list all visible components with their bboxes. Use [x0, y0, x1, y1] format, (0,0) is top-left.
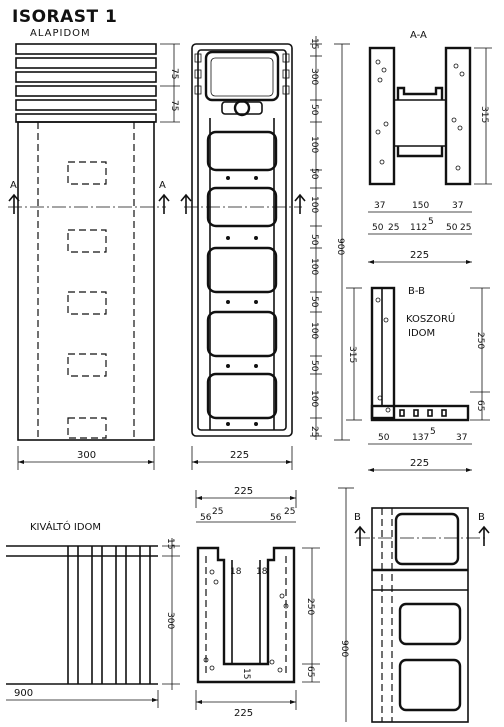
- section-b-b-title: B-B: [408, 286, 425, 297]
- section-marker-a-right: A: [159, 180, 166, 191]
- kivalto-label: KIVÁLTÓ IDOM: [30, 520, 101, 533]
- koszoru-label-1: KOSZORÚ: [406, 312, 455, 325]
- dim-225-aa: 225: [410, 250, 429, 261]
- dim-150-aa: 150: [412, 201, 429, 211]
- section-a-a-title: A-A: [410, 30, 427, 41]
- dim-900-bb: 900: [339, 640, 349, 657]
- dim-50-b: 50: [309, 168, 319, 180]
- dim-900-kivalto: 900: [14, 688, 33, 699]
- dim-300-width: 300: [77, 450, 96, 461]
- b-b-cut-elevation-view: B B 900: [338, 487, 490, 723]
- dim-900-height: 900: [335, 238, 345, 255]
- dim-50-d: 50: [309, 296, 319, 308]
- dim-225-kivalto-bottom: 225: [234, 708, 253, 719]
- dim-18-right: 18: [256, 567, 268, 577]
- dim-300-upper: 300: [309, 68, 319, 85]
- dim-300-kivalto: 300: [165, 612, 175, 629]
- dim-75-bottom: 75: [169, 100, 179, 111]
- drawing-title: ISORAST 1: [12, 7, 117, 27]
- dim-18-left: 18: [230, 567, 242, 577]
- section-marker-b-left: B: [354, 512, 361, 523]
- section-b-b-view: B-B KOSZORÚ IDOM 315 250 65 50 137 5 37: [346, 286, 490, 472]
- dim-65-bb: 65: [475, 400, 485, 411]
- dim-15-top: 15: [309, 38, 319, 49]
- dim-25-aa-right: 25: [460, 223, 471, 233]
- dim-75-top: 75: [169, 68, 179, 79]
- dim-100-a: 100: [309, 136, 319, 153]
- dim-65-kivalto: 65: [305, 666, 315, 677]
- alapidom-frame-view: 15 300 50 100 50 100 50 100 50 100 50 10…: [180, 36, 350, 470]
- dim-50-aa-right: 50: [446, 223, 458, 233]
- dim-50-a: 50: [309, 104, 319, 116]
- dim-250-kivalto: 250: [305, 598, 315, 615]
- dim-25-left: 25: [212, 507, 223, 517]
- dim-225-bb: 225: [410, 458, 429, 469]
- dim-50-c: 50: [309, 234, 319, 246]
- section-marker-a-left: A: [10, 180, 17, 191]
- dim-112-sup: 5: [428, 217, 434, 227]
- dim-25-bottom: 25: [309, 426, 319, 437]
- dim-50-aa-left: 50: [372, 223, 384, 233]
- dim-137-sup: 5: [430, 427, 436, 437]
- dim-315-aa: 315: [479, 106, 489, 123]
- dim-100-b: 100: [309, 196, 319, 213]
- dim-37-bb: 37: [456, 433, 467, 443]
- dim-50-bb: 50: [378, 433, 390, 443]
- dim-225-frame: 225: [230, 450, 249, 461]
- dim-250-bb: 250: [475, 332, 485, 349]
- dim-25-right: 25: [284, 507, 295, 517]
- dim-15-bottom: 15: [241, 668, 251, 679]
- dim-15-kivalto: 15: [165, 538, 175, 549]
- dim-56-right: 56: [270, 513, 282, 523]
- dim-56-left: 56: [200, 513, 212, 523]
- dim-100-d: 100: [309, 322, 319, 339]
- koszoru-label-2: IDOM: [408, 328, 435, 339]
- dim-137-bb: 137: [412, 433, 429, 443]
- alapidom-elevation-view: A A 75 75 300: [8, 43, 180, 470]
- dim-25-aa-left: 25: [388, 223, 399, 233]
- dim-112-aa: 112: [410, 223, 427, 233]
- dim-100-e: 100: [309, 390, 319, 407]
- dim-37-aa-right: 37: [452, 201, 463, 211]
- dim-225-kivalto-top: 225: [234, 486, 253, 497]
- alapidom-label: ALAPIDOM: [30, 28, 91, 39]
- kivalto-section-view: 225 56 25 56 25 18 18 15 250 65 225: [195, 486, 320, 719]
- dim-37-aa-left: 37: [374, 201, 385, 211]
- dim-100-c: 100: [309, 258, 319, 275]
- dim-50-e: 50: [309, 360, 319, 372]
- kivalto-elevation-view: KIVÁLTÓ IDOM 15 300 900: [6, 520, 180, 708]
- section-a-a-view: A-A 315 37 150 37 50 25 112 5 50 25 225: [368, 30, 492, 264]
- dim-315-bb: 315: [347, 346, 357, 363]
- section-marker-b-right: B: [478, 512, 485, 523]
